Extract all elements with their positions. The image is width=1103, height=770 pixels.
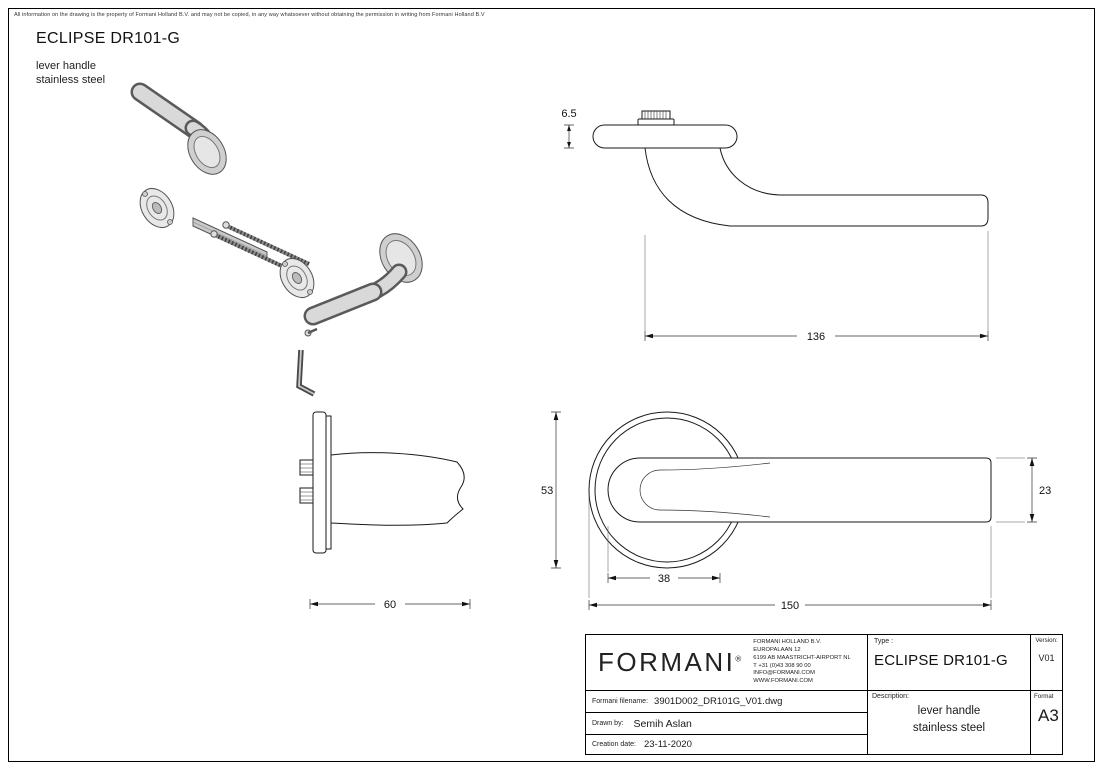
subtitle-line-2: stainless steel: [36, 73, 106, 86]
address-line: INFO@FORMANI.COM: [753, 670, 815, 677]
filename-row: Formani filename: 3901D002_DR101G_V01.dw…: [586, 690, 867, 712]
drawing-title: ECLIPSE DR101-G: [36, 30, 181, 47]
title-block: FORMANI® FORMANI HOLLAND B.V. EUROPALAAN…: [585, 634, 1063, 755]
dim-neck-width: 38: [607, 526, 721, 585]
dimension-label-overall-length: 150: [781, 600, 799, 612]
version-label: Version:: [1035, 637, 1058, 644]
version-cell: Version: V01: [1030, 635, 1062, 690]
dim-rose-diameter: 53: [541, 411, 561, 569]
creation-date-row: Creation date: 23-11-2020: [586, 734, 867, 754]
rose-profile: [312, 411, 327, 554]
company-address: FORMANI HOLLAND B.V. EUROPALAAN 12 6199 …: [753, 639, 850, 686]
lever-front-outline: [607, 457, 992, 523]
format-cell: Format A3: [1030, 690, 1062, 754]
dimension-label-lever-height: 23: [1039, 485, 1051, 497]
format-label: Format: [1034, 693, 1054, 700]
description-label: Description:: [872, 693, 909, 700]
address-line: 6199 AB MAASTRICHT-AIRPORT NL: [753, 654, 851, 661]
format-value: A3: [1038, 706, 1059, 725]
formani-logo: FORMANI®: [598, 647, 742, 677]
dim-overall-length: 150: [588, 495, 992, 612]
dim-profile-depth: 60: [309, 599, 471, 611]
handle-bottom: [303, 233, 423, 326]
type-value: ECLIPSE DR101-G: [874, 652, 1008, 669]
drawn-by-value: Semih Aslan: [633, 717, 692, 730]
dimension-label-rose-thickness: 6.5: [561, 108, 576, 120]
address-line: WWW.FORMANI.COM: [753, 678, 813, 685]
type-cell: Type : ECLIPSE DR101-G: [867, 635, 1030, 690]
description-line-1: lever handle: [917, 705, 981, 717]
spring-cassette-b: [279, 257, 315, 299]
dimension-label-rose-diameter: 53: [541, 485, 553, 497]
dimension-label-lever-length: 136: [807, 331, 825, 343]
address-line: FORMANI HOLLAND B.V.: [753, 639, 822, 646]
address-line: T +31 (0)43 308 90 00: [753, 662, 811, 669]
grub-screw: [304, 327, 318, 337]
drawing-frame: [8, 8, 1095, 762]
type-label: Type :: [874, 638, 894, 645]
description-cell: Description: lever handle stainless stee…: [867, 690, 1030, 754]
dimension-label-neck-width: 38: [658, 573, 670, 585]
registered-mark: ®: [735, 654, 742, 664]
drawn-by-row: Drawn by: Semih Aslan: [586, 712, 867, 734]
spindle-hub: [637, 110, 675, 126]
drawn-by-label: Drawn by:: [592, 720, 624, 727]
fixing-screw-top: [299, 459, 314, 476]
handle-top: [130, 82, 227, 175]
rose-base-profile: [325, 415, 332, 550]
filename-value: 3901D002_DR101G_V01.dwg: [654, 696, 783, 707]
spring-cassette-a: [139, 187, 175, 229]
filename-label: Formani filename:: [592, 698, 649, 705]
dim-rose-thickness: 6.5: [561, 108, 577, 149]
dimension-label-profile-depth: 60: [384, 599, 396, 611]
version-value: V01: [1038, 653, 1055, 663]
lever-profile-outline: [330, 452, 465, 526]
description-line-2: stainless steel: [912, 722, 986, 735]
lever-neck-fillet: [639, 462, 771, 518]
description-value: lever handle stainless steel: [868, 703, 1030, 738]
title-block-logo-cell: FORMANI® FORMANI HOLLAND B.V. EUROPALAAN…: [586, 635, 867, 690]
copyright-disclaimer: All information on the drawing is the pr…: [14, 12, 485, 18]
subtitle-line-1: lever handle: [36, 60, 96, 72]
profile-view-drawing: 60: [299, 411, 471, 611]
lever-side-outline: [644, 147, 989, 227]
address-line: EUROPALAAN 12: [753, 646, 801, 653]
allen-key: [296, 349, 316, 397]
creation-date-label: Creation date:: [592, 741, 636, 748]
creation-date-value: 23-11-2020: [643, 739, 692, 750]
fixing-screw-bottom: [299, 487, 314, 504]
front-view-drawing: 53 23 38 150: [541, 411, 1051, 612]
rose-side-profile: [592, 124, 738, 149]
exploded-view-drawing: [130, 82, 423, 397]
dim-lever-length: 136: [644, 231, 989, 343]
drawing-subtitle: lever handle stainless steel: [36, 60, 105, 88]
side-view-drawing: 6.5 136: [561, 108, 989, 343]
dim-lever-height: 23: [996, 457, 1051, 523]
